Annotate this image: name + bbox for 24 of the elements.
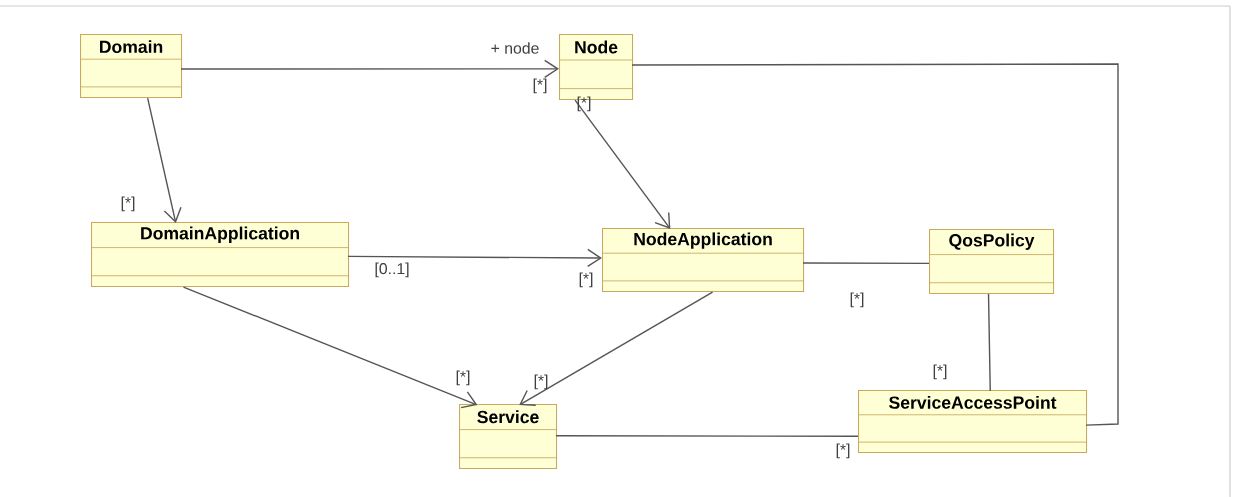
association-arrow xyxy=(574,99,671,230)
class-box: DomainApplication xyxy=(90,222,350,288)
association-line xyxy=(802,262,930,265)
association-line xyxy=(631,63,1119,426)
association-arrow xyxy=(519,291,714,406)
association-arrow xyxy=(146,97,182,224)
association-line xyxy=(555,435,859,437)
class-box: Domain xyxy=(79,34,183,99)
class-box: QosPolicy xyxy=(928,229,1055,295)
association-arrow xyxy=(180,59,559,79)
association-arrow xyxy=(182,286,478,409)
multiplicity-label: [*] xyxy=(850,292,864,308)
association-arrow xyxy=(347,248,602,268)
class-box: ServiceAccessPoint xyxy=(857,390,1088,454)
multiplicity-label: + node xyxy=(491,42,539,54)
multiplicity-label: [*] xyxy=(579,272,593,288)
multiplicity-label: [*] xyxy=(533,78,547,94)
multiplicity-label: [*] xyxy=(836,443,850,459)
multiplicity-label: [0..1] xyxy=(375,262,409,278)
multiplicity-label: [*] xyxy=(456,370,470,386)
class-box: NodeApplication xyxy=(601,228,805,293)
association-line xyxy=(987,293,991,392)
class-box: Service xyxy=(458,404,558,470)
multiplicity-label: [*] xyxy=(534,374,548,390)
